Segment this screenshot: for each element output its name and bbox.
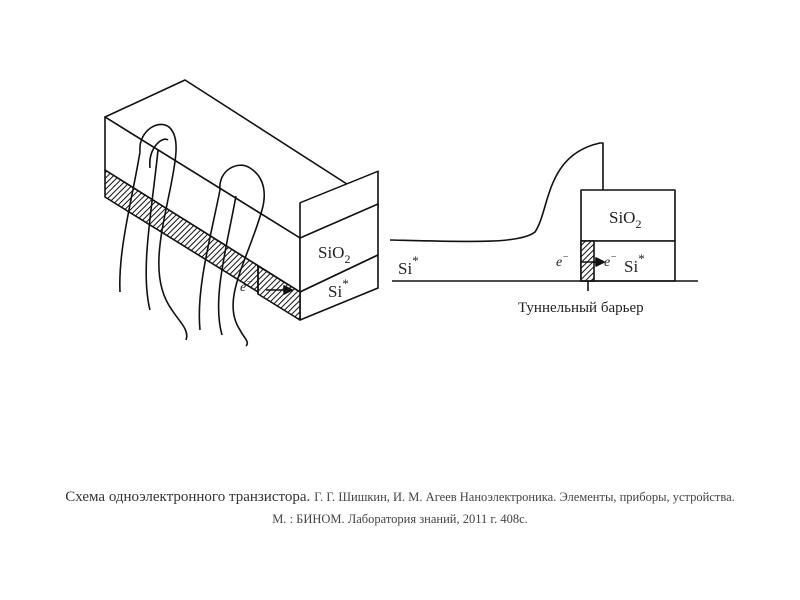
right-sio2-box: [580, 189, 676, 242]
right-si-box: [580, 240, 676, 282]
left-electron-label: e−: [240, 277, 253, 295]
right-electron-right-label: e−: [604, 252, 617, 270]
right-sio2-label: SiO2: [609, 208, 641, 231]
tunnel-barrier: [580, 240, 595, 282]
right-cross-section: [389, 142, 698, 291]
left-si-label: Si*: [328, 276, 349, 301]
left-3d-structure: [104, 79, 379, 347]
lead-2: [198, 164, 265, 347]
right-electron-left-label: e−: [556, 252, 569, 270]
tunnel-barrier-label: Туннельный барьер: [518, 300, 644, 316]
right-si-label: Si*: [624, 251, 645, 276]
figure-caption: Схема одноэлектронного транзистора. Г. Г…: [60, 486, 740, 530]
gate-curve: [389, 142, 604, 243]
caption-title: Схема одноэлектронного транзистора.: [65, 489, 311, 505]
substrate-si-label: Si*: [398, 253, 419, 278]
caption-reference: Г. Г. Шишкин, И. М. Агеев Наноэлектроник…: [272, 490, 735, 526]
lead-1-inner: [145, 149, 159, 311]
left-sio2-label: SiO2: [318, 243, 350, 266]
lead-1: [119, 123, 188, 341]
